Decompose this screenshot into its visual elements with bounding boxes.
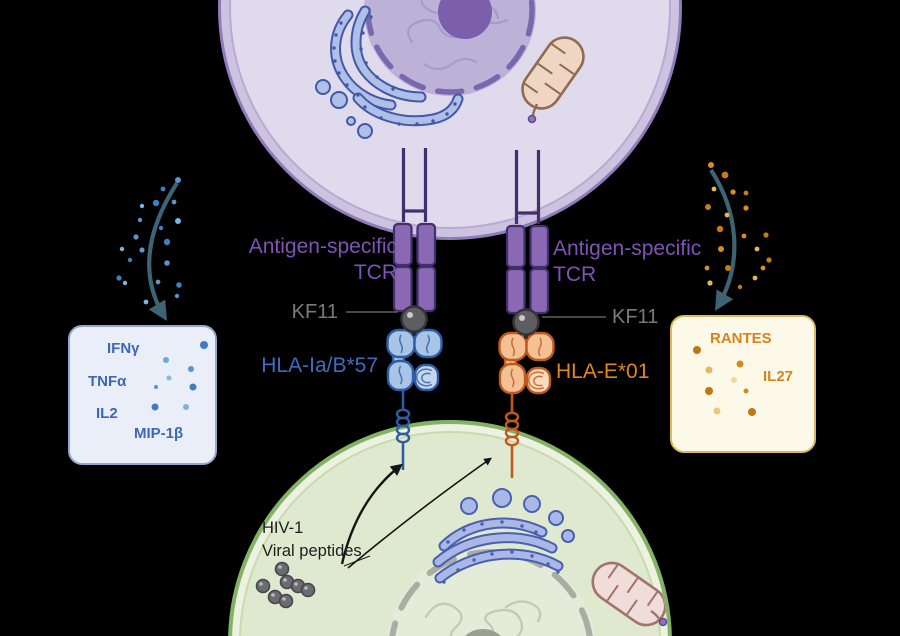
cytokine-label-il2: IL2 (96, 405, 118, 422)
cytokine-dots-right (704, 162, 772, 290)
secretion-arrow-right (709, 168, 737, 311)
kf11-label-left: KF11 (291, 301, 338, 323)
cytokine-dots-left (116, 177, 182, 305)
kf11-peptide-right (512, 308, 540, 339)
viral-peptide-dots (255, 561, 316, 609)
hla-e01-stalk (504, 392, 520, 478)
mitochondria-icon (591, 561, 668, 627)
peptide-loading-arrows (340, 457, 492, 569)
cytokine-label-il27: IL27 (763, 368, 794, 385)
cytokine-dots (693, 346, 756, 416)
kf11-pointer-lines (346, 311, 606, 318)
cytokine-label-tnfa: TNFα (88, 373, 127, 390)
cytokine-label-ifng: IFNγ (107, 340, 140, 357)
cytokine-box-left: IFNγ TNFα IL2 MIP-1β (68, 325, 217, 465)
tcr-label-right: Antigen-specific TCR (553, 237, 702, 286)
hla-e01-molecule (498, 331, 555, 395)
tcr-right (505, 150, 550, 315)
hla-b57-stalk (395, 389, 411, 470)
cytokine-box-right: RANTES IL27 (670, 315, 816, 453)
tcr-left (392, 148, 437, 313)
hla-b57-label: HLA-Ia/B*57 (261, 354, 378, 377)
hiv-peptides-label: HIV-1 Viral peptides (262, 519, 362, 561)
t-cell-nucleus (364, 0, 536, 96)
cytokine-dots (151, 341, 208, 411)
tcr-label-left: Antigen-specific TCR (248, 235, 397, 284)
hla-e01-label: HLA-E*01 (556, 360, 650, 383)
hla-b57-molecule (386, 328, 443, 392)
kf11-peptide-left (400, 305, 428, 336)
secretion-arrow-left (147, 181, 179, 321)
er-golgi-icon (315, 5, 464, 139)
golgi-icon (432, 488, 575, 584)
kf11-label-right: KF11 (612, 306, 659, 328)
mitochondria-icon (521, 36, 585, 124)
infected-cell-nucleolus (456, 629, 510, 636)
cytokine-label-mip1b: MIP-1β (134, 425, 184, 442)
cytokine-label-rantes: RANTES (710, 330, 772, 347)
